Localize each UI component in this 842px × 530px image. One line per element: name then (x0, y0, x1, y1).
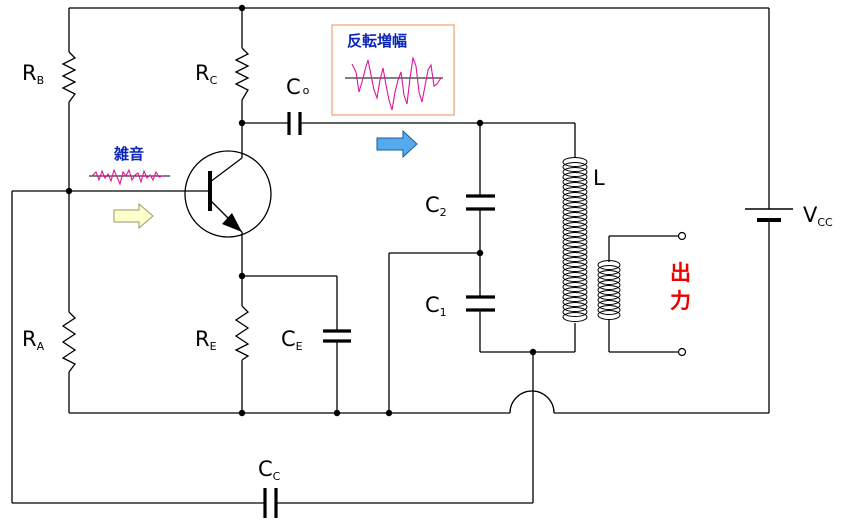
coil-turn (562, 292, 588, 302)
capacitor-ce (323, 329, 351, 343)
coil-turn (562, 182, 588, 192)
label-re: RE (195, 327, 217, 353)
inverted-amplification-label: 反転増幅 (347, 32, 407, 50)
battery-vcc (745, 208, 793, 222)
coil-turn (562, 297, 588, 307)
resistor-ra (61, 311, 77, 373)
coil-turn (597, 290, 621, 300)
coil-turn (597, 275, 621, 285)
amplified-waveform (351, 55, 442, 111)
coil-turn (562, 212, 588, 222)
label-c2: C2 (425, 193, 447, 219)
coil-turn (562, 217, 588, 227)
resistor-rc (234, 47, 250, 101)
coil-turn (562, 167, 588, 177)
coil-turn (562, 272, 588, 282)
noise-waveform (91, 168, 164, 186)
coil-turn (597, 310, 621, 320)
flow-arrow (376, 129, 418, 159)
transistor (184, 150, 272, 238)
coil-turn (597, 285, 621, 295)
capacitor-co (287, 112, 302, 135)
coil-turn (562, 172, 588, 182)
input-arrow (113, 202, 154, 230)
output-terminal-top[interactable] (677, 231, 687, 241)
coil-turn (562, 197, 588, 207)
coil-turn (597, 270, 621, 280)
coil-turn (562, 237, 588, 247)
label-rb: RB (22, 61, 44, 87)
coil-turn (562, 287, 588, 297)
coil-turn (562, 312, 588, 322)
resistor-re (234, 305, 250, 361)
coil-turn (597, 300, 621, 310)
output-terminal-bottom[interactable] (677, 347, 687, 357)
capacitor-c2 (466, 194, 495, 211)
coil-turn (562, 157, 588, 167)
coil-turn (562, 207, 588, 217)
label-ce: CE (281, 327, 303, 353)
coil-turn (562, 282, 588, 292)
label-c1: C1 (425, 293, 447, 319)
coil-turn (562, 187, 588, 197)
coil-turn (562, 307, 588, 317)
coil-turn (562, 227, 588, 237)
label-l: L (593, 166, 605, 190)
coil-turn (562, 222, 588, 232)
label-vcc: VCC (803, 203, 833, 229)
coil-turn (562, 247, 588, 257)
coil-turn (597, 265, 621, 275)
coil-turn (597, 305, 621, 315)
output-coil (597, 260, 621, 320)
coil-l (562, 157, 588, 322)
output-label-line1: 出 (670, 261, 691, 285)
coil-turn (597, 295, 621, 305)
label-ra: RA (22, 327, 45, 353)
coil-turn (562, 277, 588, 287)
coil-turn (562, 192, 588, 202)
inverted-amplification-box (331, 24, 455, 116)
output-label-line2: 力 (670, 289, 691, 313)
coil-turn (562, 242, 588, 252)
coil-turn (562, 257, 588, 267)
coil-turn (597, 280, 621, 290)
coil-turn (562, 302, 588, 312)
noise-label: 雑音 (113, 145, 144, 163)
capacitor-cc (263, 488, 278, 518)
resistor-rb (61, 51, 77, 103)
coil-turn (562, 202, 588, 212)
capacitor-c1 (466, 295, 495, 312)
coil-turn (562, 262, 588, 272)
coil-turn (597, 260, 621, 270)
label-rc: RC (195, 61, 218, 87)
coil-turn (562, 267, 588, 277)
coil-turn (562, 252, 588, 262)
junction-dots (65, 4, 537, 417)
wires (11, 7, 770, 504)
coil-turn (562, 162, 588, 172)
coil-turn (562, 232, 588, 242)
label-cc: CC (258, 457, 281, 483)
coil-turn (562, 177, 588, 187)
